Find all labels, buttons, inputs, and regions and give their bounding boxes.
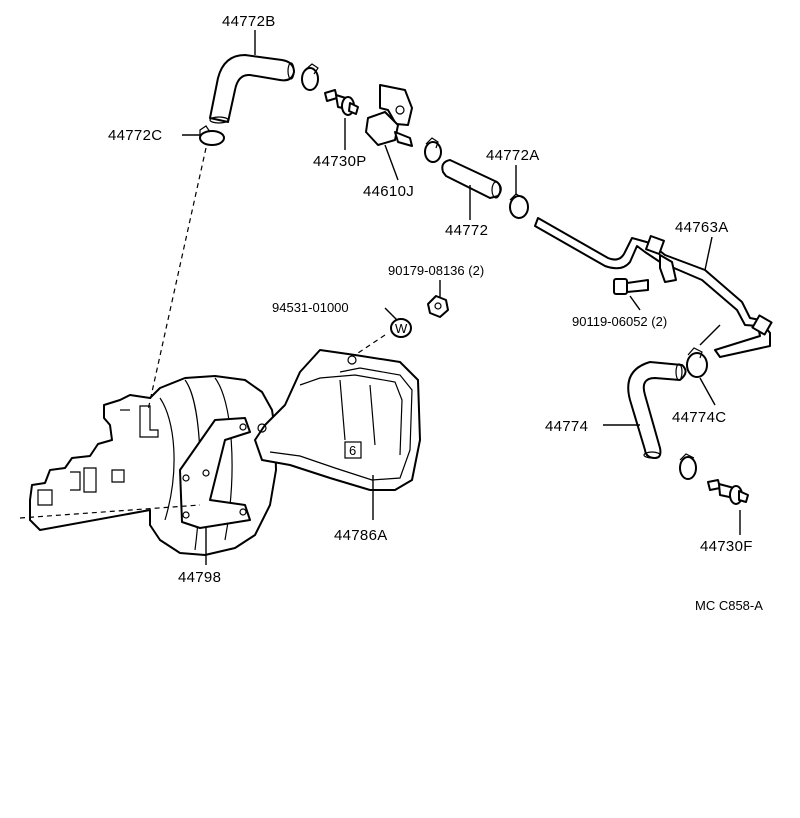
washer-94531: W [390,318,412,338]
engine-body [29,375,277,556]
pipe-44763A [534,217,773,358]
part-labels: 44772B 44772C 44730P 44610J 44772A 44772… [108,13,763,613]
valve-44730P [324,89,359,116]
shield-clip-mark: 6 [349,443,356,458]
label-44786A: 44786A [334,527,388,544]
label-90179: 90179-08136 (2) [388,263,484,278]
hose-44772 [441,159,502,199]
clamp-upper-2 [424,137,442,163]
nut-90179 [427,295,449,318]
label-44772: 44772 [445,222,488,239]
label-44798: 44798 [178,569,221,586]
clamp-44772A [509,193,529,219]
label-44763A: 44763A [675,219,729,236]
vsv-44610J [365,84,413,147]
label-44772C: 44772C [108,127,162,144]
clamp-upper-1 [301,63,319,91]
shield-44786A: 6 [254,349,421,491]
bracket-44798 [179,417,251,529]
clamp-44772C [199,125,225,146]
hose-44774 [627,361,687,459]
label-44772A: 44772A [486,147,540,164]
label-94531: 94531-01000 [272,300,349,315]
clamp-44774C [686,347,708,378]
diagram-ref-code: MC C858-A [695,598,763,613]
label-44774: 44774 [545,418,588,435]
leader-lines [182,30,741,565]
label-44730P: 44730P [313,153,367,170]
label-90119: 90119-06052 (2) [572,314,667,329]
label-44772B: 44772B [222,13,276,30]
washer-mark: W [395,321,408,336]
label-44774C: 44774C [672,409,726,426]
label-44610J: 44610J [363,183,414,200]
hose-44772B [209,54,295,124]
clamp-lower [679,453,697,480]
valve-44730F [707,479,749,505]
label-44730F: 44730F [700,538,753,555]
bolt-90119 [613,278,649,295]
